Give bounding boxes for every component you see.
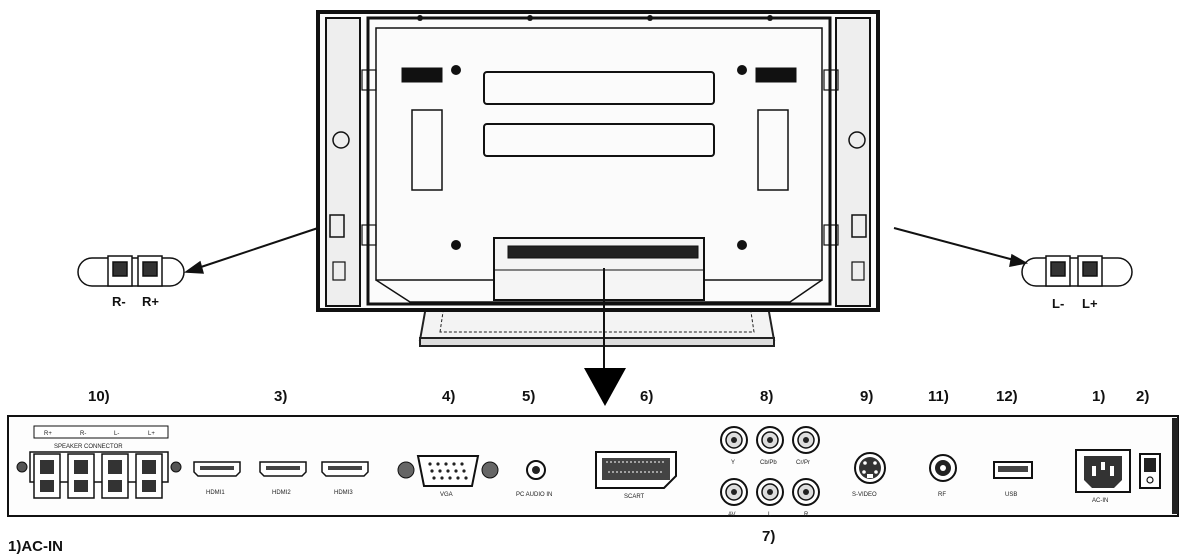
speaker-connector-label: SPEAKER CONNECTOR: [54, 444, 123, 450]
right-speaker-terminal-callout: [893, 227, 1133, 287]
down-arrow-head: [584, 368, 626, 406]
rf-port: [929, 454, 957, 482]
callout-11: 11): [928, 388, 949, 405]
callout-7: 7): [762, 528, 776, 545]
connector-panel: R+ R- L- L+ SPEAKER CONNECTOR HDMI1 HDMI…: [7, 415, 1179, 518]
tv-rear-drawing: [77, 10, 1133, 368]
left-speaker-label-r-plus: R+: [142, 294, 159, 309]
svideo-label: S-VIDEO: [852, 492, 877, 498]
component-cb-label: Cb/Pb: [760, 460, 777, 466]
speaker-connector-block: R+ R- L- L+ SPEAKER CONNECTOR: [16, 425, 182, 499]
right-speaker-label-l-minus: L-: [1052, 296, 1065, 311]
rca-jacks: [720, 426, 820, 506]
ac-in-label: AC-IN: [1092, 498, 1108, 504]
hdmi3-label: HDMI3: [334, 490, 353, 496]
spk-label-l-plus: L+: [148, 431, 155, 437]
left-speaker-terminal-callout: [77, 227, 319, 287]
spk-label-r-minus: R-: [80, 431, 86, 437]
usb-port: [993, 461, 1033, 479]
power-switch: [1139, 453, 1161, 489]
callout-3: 3): [274, 388, 288, 405]
component-cr-label: Cr/Pr: [796, 460, 810, 466]
callout-8: 8): [760, 388, 774, 405]
right-speaker-label-l-plus: L+: [1082, 296, 1098, 311]
rf-label: RF: [938, 492, 946, 498]
left-speaker-label-r-minus: R-: [112, 294, 126, 309]
svideo-port: [854, 452, 886, 484]
callout-1: 1): [1092, 388, 1106, 405]
spk-label-r-plus: R+: [44, 431, 52, 437]
pc-audio-label: PC AUDIO IN: [516, 492, 552, 498]
pc-audio-jack: [526, 460, 546, 480]
callout-6: 6): [640, 388, 654, 405]
callout-4: 4): [442, 388, 456, 405]
av-r-label: R: [804, 512, 809, 518]
tv-cabinet: [316, 10, 880, 312]
component-y-label: Y: [731, 460, 735, 466]
av-label: AV: [728, 512, 736, 518]
vga-label: VGA: [440, 492, 453, 498]
scart-port: [595, 451, 677, 489]
hdmi-ports: [193, 461, 369, 477]
hdmi2-label: HDMI2: [272, 490, 291, 496]
ac-in-socket: [1075, 449, 1131, 493]
callout-9: 9): [860, 388, 874, 405]
footnote-ac-in: 1)AC-IN: [8, 538, 63, 555]
vga-port: [397, 455, 499, 487]
scart-label: SCART: [624, 494, 645, 500]
av-l-label: L: [768, 512, 772, 518]
callout-2: 2): [1136, 388, 1150, 405]
usb-label: USB: [1005, 492, 1017, 498]
callout-10: 10): [88, 388, 110, 405]
spk-label-l-minus: L-: [114, 431, 119, 437]
callout-5: 5): [522, 388, 536, 405]
hdmi1-label: HDMI1: [206, 490, 225, 496]
callout-12: 12): [996, 388, 1018, 405]
